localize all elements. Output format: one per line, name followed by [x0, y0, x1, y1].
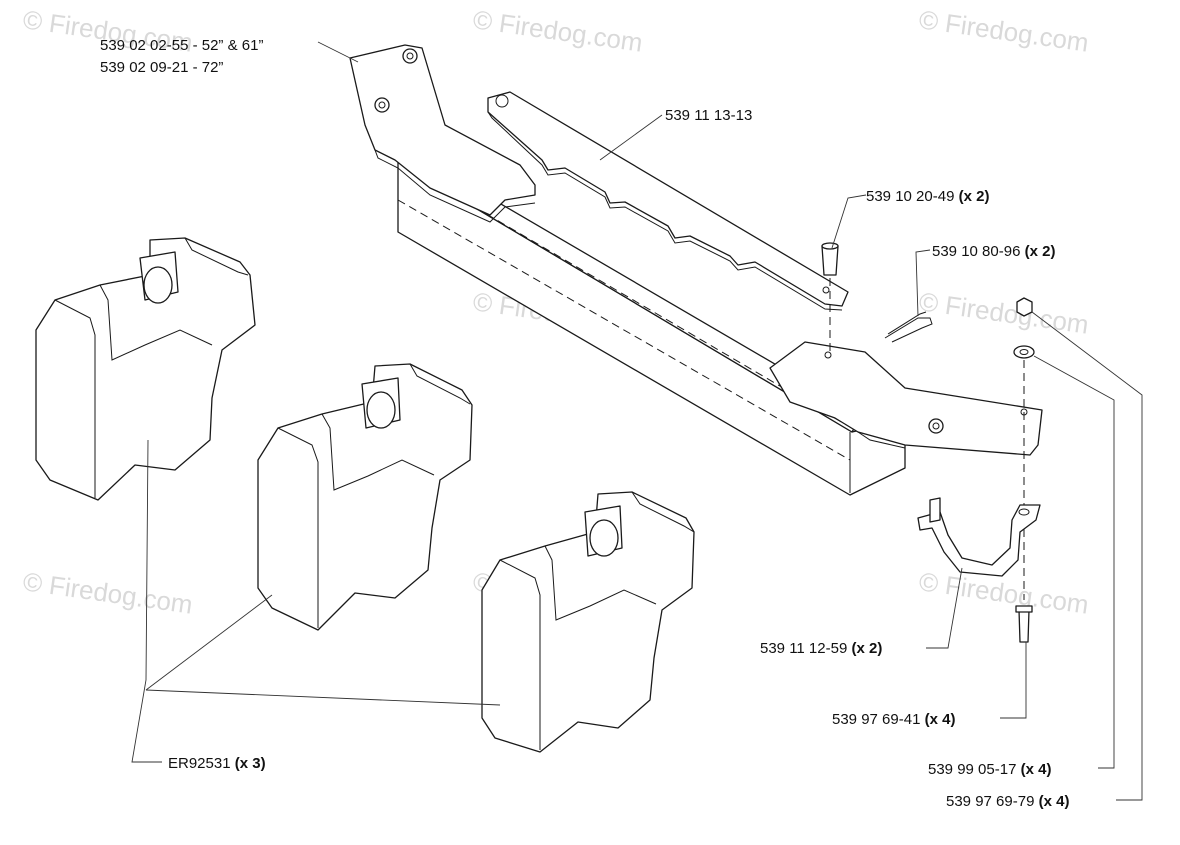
label-nut: 539 97 69-79 (x 4) [946, 793, 1069, 810]
hairpin-clip [884, 311, 933, 343]
suitcase-weight-2 [257, 363, 473, 631]
pin [821, 242, 839, 355]
label-weights: ER92531 (x 3) [168, 755, 266, 772]
watermark-5: © Firedog.com [917, 286, 1090, 339]
right-mounting-plate [769, 341, 1043, 456]
label-clamp: 539 11 12-59 (x 2) [760, 640, 882, 657]
label-pin: 539 10 20-49 (x 2) [866, 188, 989, 205]
watermark-3: © Firedog.com [917, 4, 1090, 57]
label-mounting-bracket-52-61: 539 02 02-55 - 52” & 61” [100, 37, 263, 54]
leader-lines [131, 41, 1143, 801]
bolt [1018, 609, 1030, 643]
suitcase-weight-3 [481, 491, 695, 753]
watermark-2: © Firedog.com [471, 4, 644, 57]
clamp [917, 497, 1041, 577]
label-washer: 539 99 05-17 (x 4) [928, 761, 1051, 778]
left-mounting-plate [349, 44, 536, 216]
washer [1013, 345, 1035, 359]
nut [1016, 297, 1033, 317]
suitcase-weight-1 [35, 237, 256, 501]
weight-bar [487, 91, 849, 311]
label-hairpin-clip: 539 10 80-96 (x 2) [932, 243, 1055, 260]
watermark-6: © Firedog.com [21, 566, 194, 619]
part-labels: 539 02 02-55 - 52” & 61” 539 02 09-21 - … [100, 37, 1069, 810]
label-mounting-bracket-72: 539 02 09-21 - 72” [100, 59, 223, 76]
label-bolt: 539 97 69-41 (x 4) [832, 711, 955, 728]
weight-bracket [349, 44, 1043, 496]
hardware-stack [1013, 297, 1035, 643]
label-weight-bar: 539 11 13-13 [665, 107, 752, 124]
